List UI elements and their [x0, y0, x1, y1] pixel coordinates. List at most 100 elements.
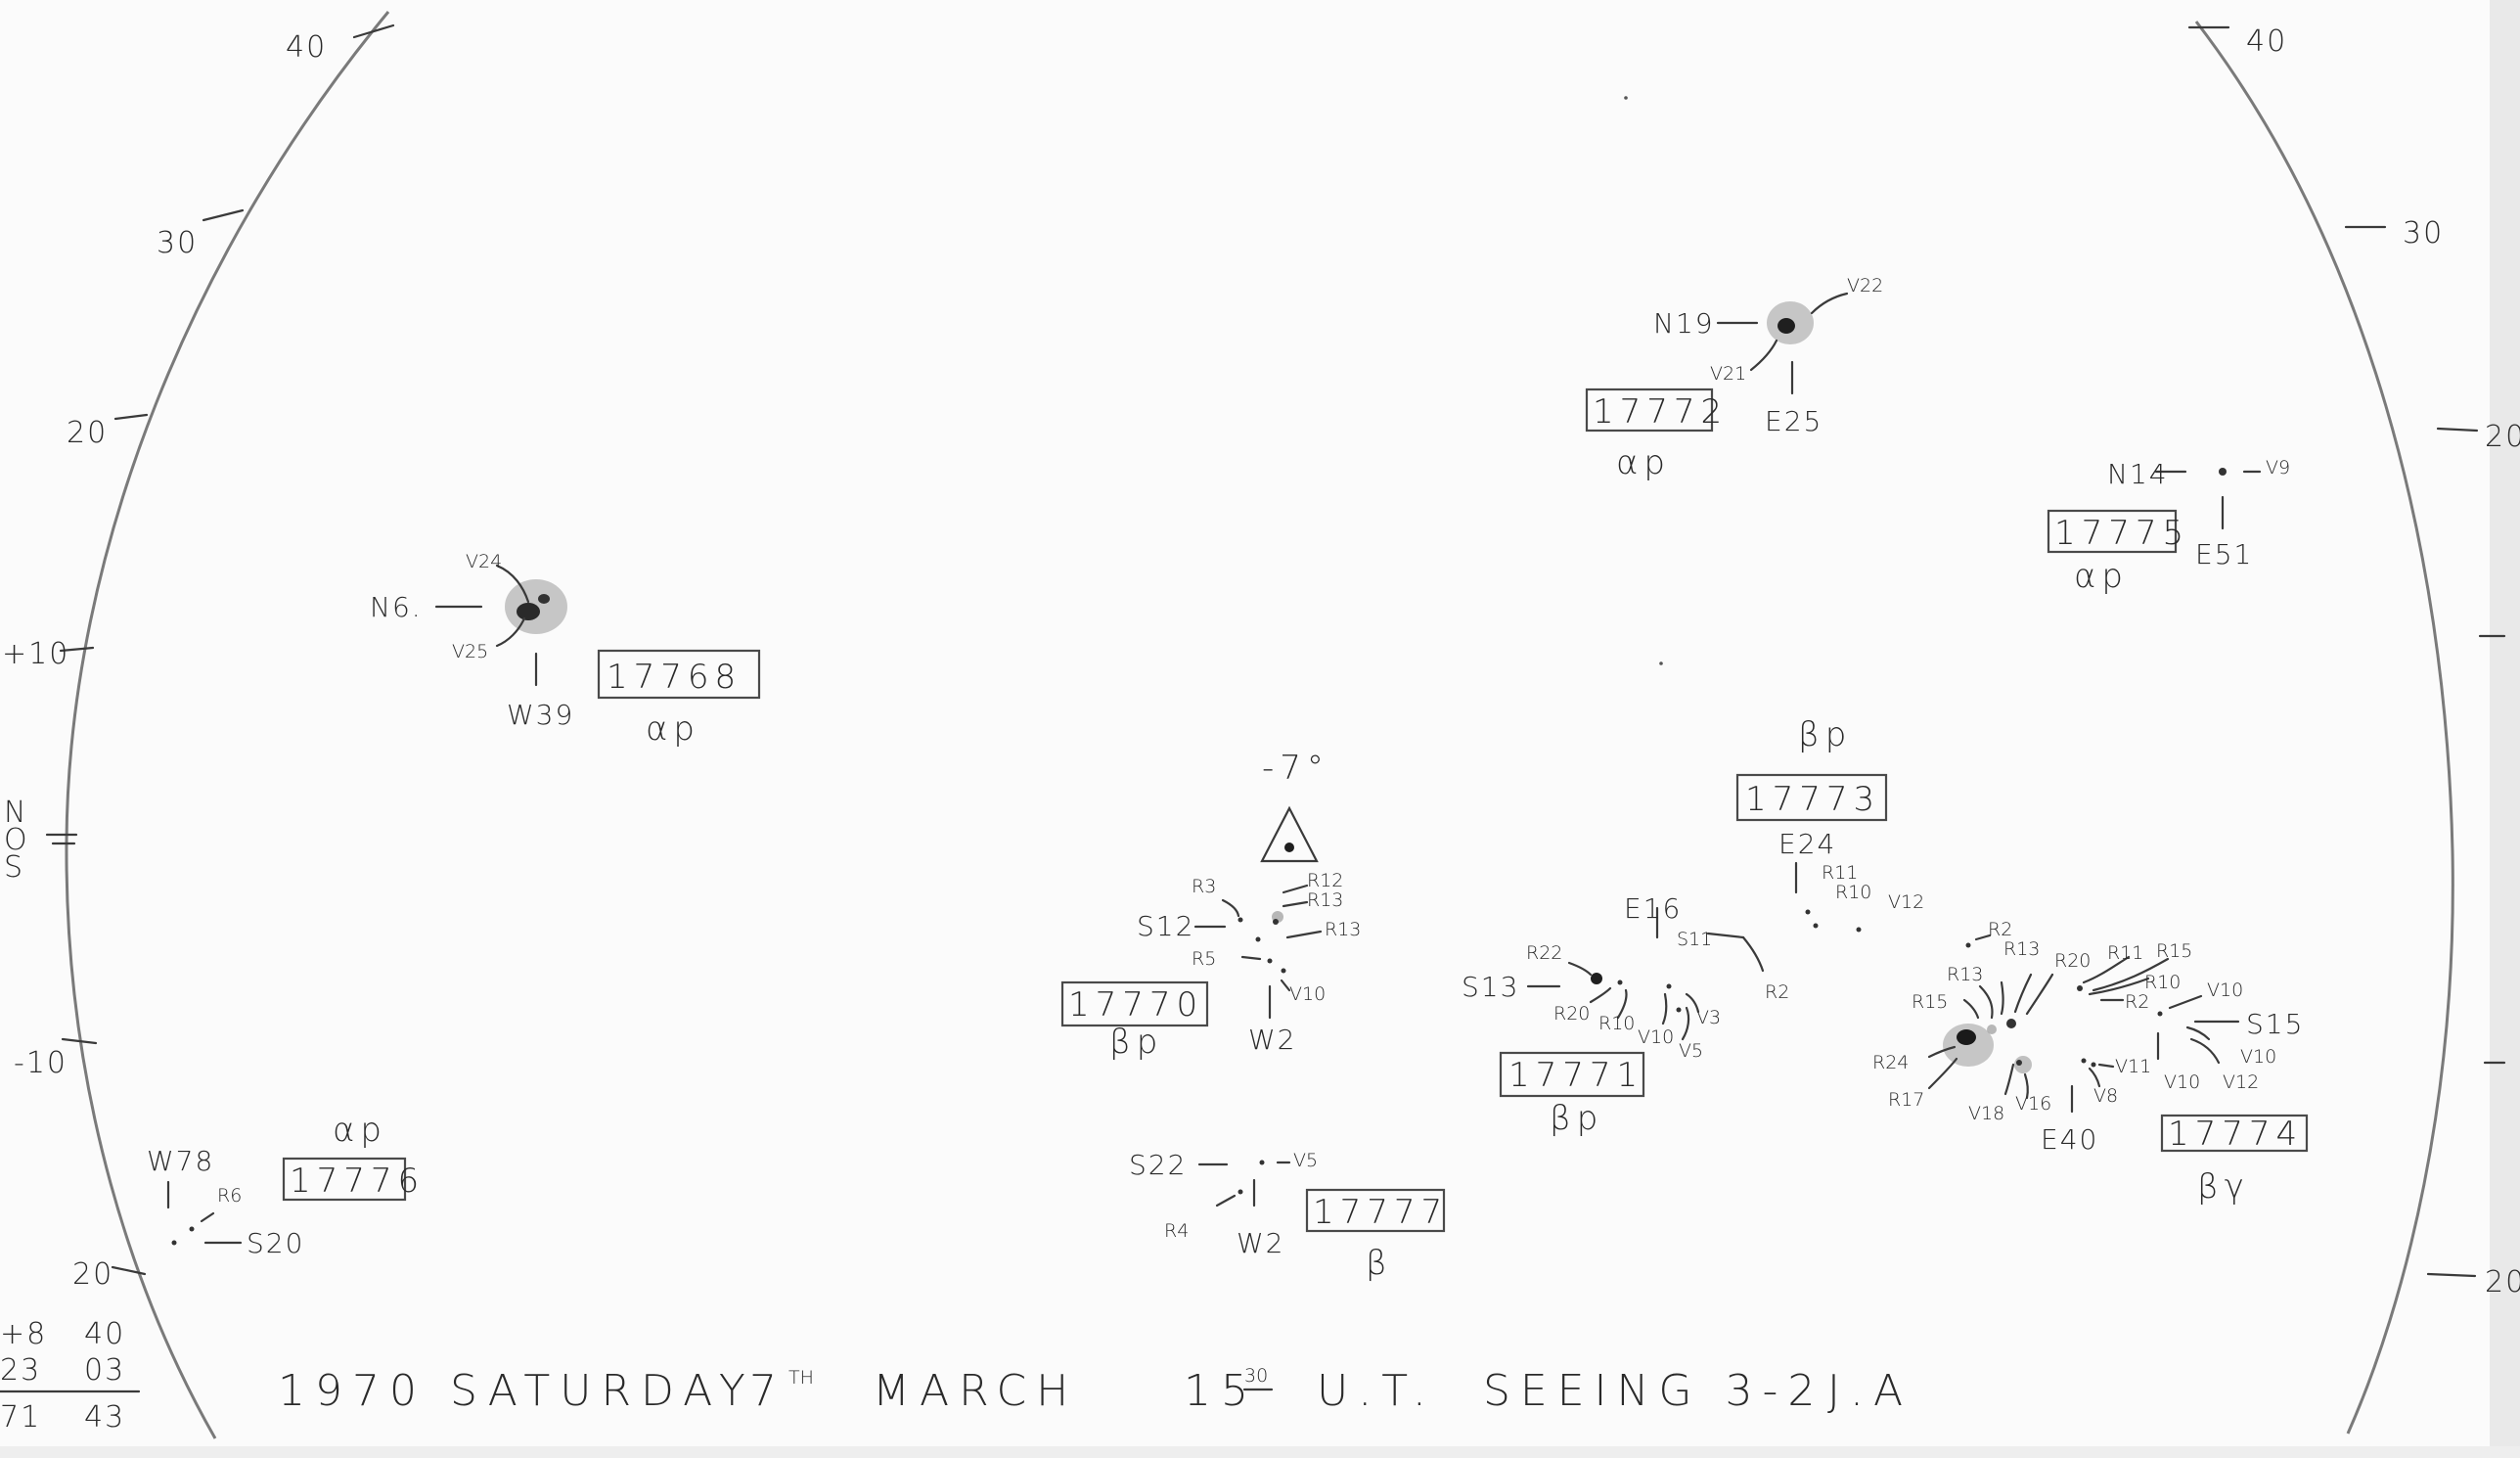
footer-seeing: SEEING 3-2 — [1483, 1366, 1824, 1416]
left-scale-nos-label: N O S — [4, 796, 27, 885]
calc-row1-a: +8 — [0, 1317, 47, 1351]
r17776-label-r6: R6 — [217, 1185, 242, 1207]
r17777-class: β — [1366, 1244, 1393, 1283]
right-latitude-scale — [2187, 25, 2506, 1278]
r17777-number: 17777 — [1313, 1193, 1448, 1232]
r17770-class: βp — [1109, 1023, 1163, 1062]
r17771-number: 17771 — [1508, 1056, 1643, 1095]
r17770-lat: S12 — [1137, 910, 1194, 942]
r17774-lat: S15 — [2246, 1008, 2304, 1040]
footer-date-sup: TH — [788, 1367, 814, 1389]
left-scale-label-20-south: 20 — [72, 1257, 113, 1292]
page-bottom-shade — [0, 1446, 2520, 1458]
right-scale-label-20: 20 — [2485, 420, 2520, 454]
r17777-lat: S22 — [1129, 1149, 1187, 1181]
r17768-number: 17768 — [607, 658, 742, 697]
r17775-number: 17775 — [2054, 514, 2189, 553]
left-scale-label-minus10: -10 — [14, 1046, 68, 1080]
speck — [1624, 96, 1628, 100]
r17774-label-v11: V11 — [2115, 1056, 2151, 1077]
r17774-label-v16: V16 — [2015, 1093, 2051, 1115]
r17773-class: βp — [1798, 715, 1852, 754]
r17771-label-v10: V10 — [1638, 1026, 1674, 1048]
right-scale-label-30: 30 — [2403, 216, 2444, 251]
calc-row2-a: 23 — [0, 1353, 41, 1388]
r17768-label-v25: V25 — [452, 641, 488, 662]
r17771-class: βp — [1550, 1099, 1603, 1138]
r17774-label-r15a: R15 — [1912, 991, 1948, 1013]
r17768-long: W39 — [507, 699, 574, 731]
r17770-label-r3: R3 — [1192, 876, 1216, 897]
left-scale-label-30: 30 — [157, 226, 198, 260]
left-latitude-scale — [45, 23, 395, 1276]
r17771-lat2: S11 — [1677, 929, 1712, 950]
svg-text:S: S — [4, 850, 24, 885]
calc-row2-b: 03 — [84, 1353, 125, 1388]
r17774-label-v8: V8 — [2093, 1085, 2118, 1107]
r17776-lat: S20 — [247, 1227, 304, 1259]
r17770-label-r13b: R13 — [1325, 919, 1361, 940]
footer-month: MARCH — [873, 1366, 1078, 1416]
r17774-label-r2b: R2 — [2125, 991, 2149, 1013]
r17775-lat: N14 — [2107, 458, 2169, 490]
r17773-label-r10: R10 — [1835, 882, 1871, 903]
r17774-label-r2a: R2 — [1988, 919, 2012, 940]
r17772-class: αp — [1616, 443, 1671, 482]
region-17776: W78 R6 S20 αp 17776 — [147, 1111, 419, 1259]
r17771-lat: S13 — [1462, 971, 1519, 1003]
r17772-long: E25 — [1765, 405, 1822, 437]
calc-row1-b: 40 — [84, 1317, 125, 1351]
r17770-number: 17770 — [1068, 985, 1203, 1025]
footer-time-min: 30 — [1244, 1365, 1268, 1387]
r17774-label-r13a: R13 — [1947, 964, 1983, 985]
left-scale-label-40: 40 — [286, 30, 327, 65]
r17776-class: αp — [333, 1111, 387, 1150]
left-scale-label-plus10: +10 — [2, 637, 69, 671]
r17774-label-v18: V18 — [1968, 1103, 2004, 1124]
r17774-label-r13b: R13 — [2003, 938, 2040, 960]
r17775-label-v9: V9 — [2266, 457, 2290, 478]
r17774-label-r10a: R10 — [2144, 972, 2181, 993]
r17772-lat: N19 — [1653, 307, 1715, 340]
r17774-label-v12: V12 — [2223, 1071, 2259, 1093]
r17777-long: W2 — [1237, 1227, 1285, 1259]
region-17768: N6. V24 V25 W39 17768 αp — [370, 551, 761, 749]
r17775-long: E51 — [2195, 538, 2253, 570]
r17771-label-r22: R22 — [1526, 942, 1562, 964]
region-17770: S12 R3 R12 R13 R13 R5 V10 W2 17770 βp — [1060, 870, 1361, 1062]
region-17774: R2 R15 R13 R13 R20 R11 R15 R10 R2 V10 R2… — [1872, 919, 2309, 1207]
r17774-label-r20: R20 — [2054, 950, 2091, 972]
r17770-long: W2 — [1248, 1024, 1297, 1056]
r17770-label-r5: R5 — [1192, 948, 1216, 970]
r17770-label-r12: R12 — [1307, 870, 1343, 891]
r17774-label-r17: R17 — [1888, 1089, 1924, 1111]
left-scale-label-20: 20 — [67, 416, 108, 450]
r17774-number: 17774 — [2168, 1115, 2303, 1154]
footer-caption: 1970 SATURDAY 7 TH MARCH 15 30 U.T. SEEI… — [278, 1365, 1912, 1416]
r17771-label-v5: V5 — [1679, 1040, 1703, 1062]
speck — [1659, 661, 1663, 665]
footer-observer: J.A — [1827, 1366, 1912, 1416]
right-solar-limb — [2194, 21, 2454, 1435]
r17774-label-v10c: V10 — [2240, 1046, 2276, 1068]
triangle-note: -7° — [1262, 749, 1329, 788]
left-solar-limb — [65, 11, 390, 1439]
r17774-label-r11: R11 — [2107, 942, 2143, 964]
r17768-label-v24: V24 — [466, 551, 502, 572]
region-17771: S13 E16 S11 R22 R20 R10 V10 V3 V5 R2 177… — [1462, 892, 1789, 1138]
r17774-label-r15b: R15 — [2156, 940, 2192, 962]
triangle-marker: -7° — [1260, 749, 1329, 863]
footer-year-day: 1970 SATURDAY — [278, 1366, 755, 1416]
r17773-label-v12: V12 — [1888, 891, 1924, 913]
page-edge-shade — [2490, 0, 2520, 1458]
svg-text:N: N — [4, 796, 27, 830]
region-17773: βp 17773 E24 R11 R10 V12 — [1735, 715, 1924, 933]
footer-date-num: 7 — [749, 1366, 787, 1416]
r17774-label-v10a: V10 — [2207, 980, 2243, 1001]
r17774-label-v10b: V10 — [2164, 1071, 2200, 1093]
right-scale-label-40: 40 — [2246, 24, 2287, 59]
right-scale-label-20-south: 20 — [2485, 1265, 2520, 1299]
r17772-label-v22: V22 — [1847, 275, 1883, 296]
r17771-label-r20: R20 — [1553, 1003, 1590, 1025]
